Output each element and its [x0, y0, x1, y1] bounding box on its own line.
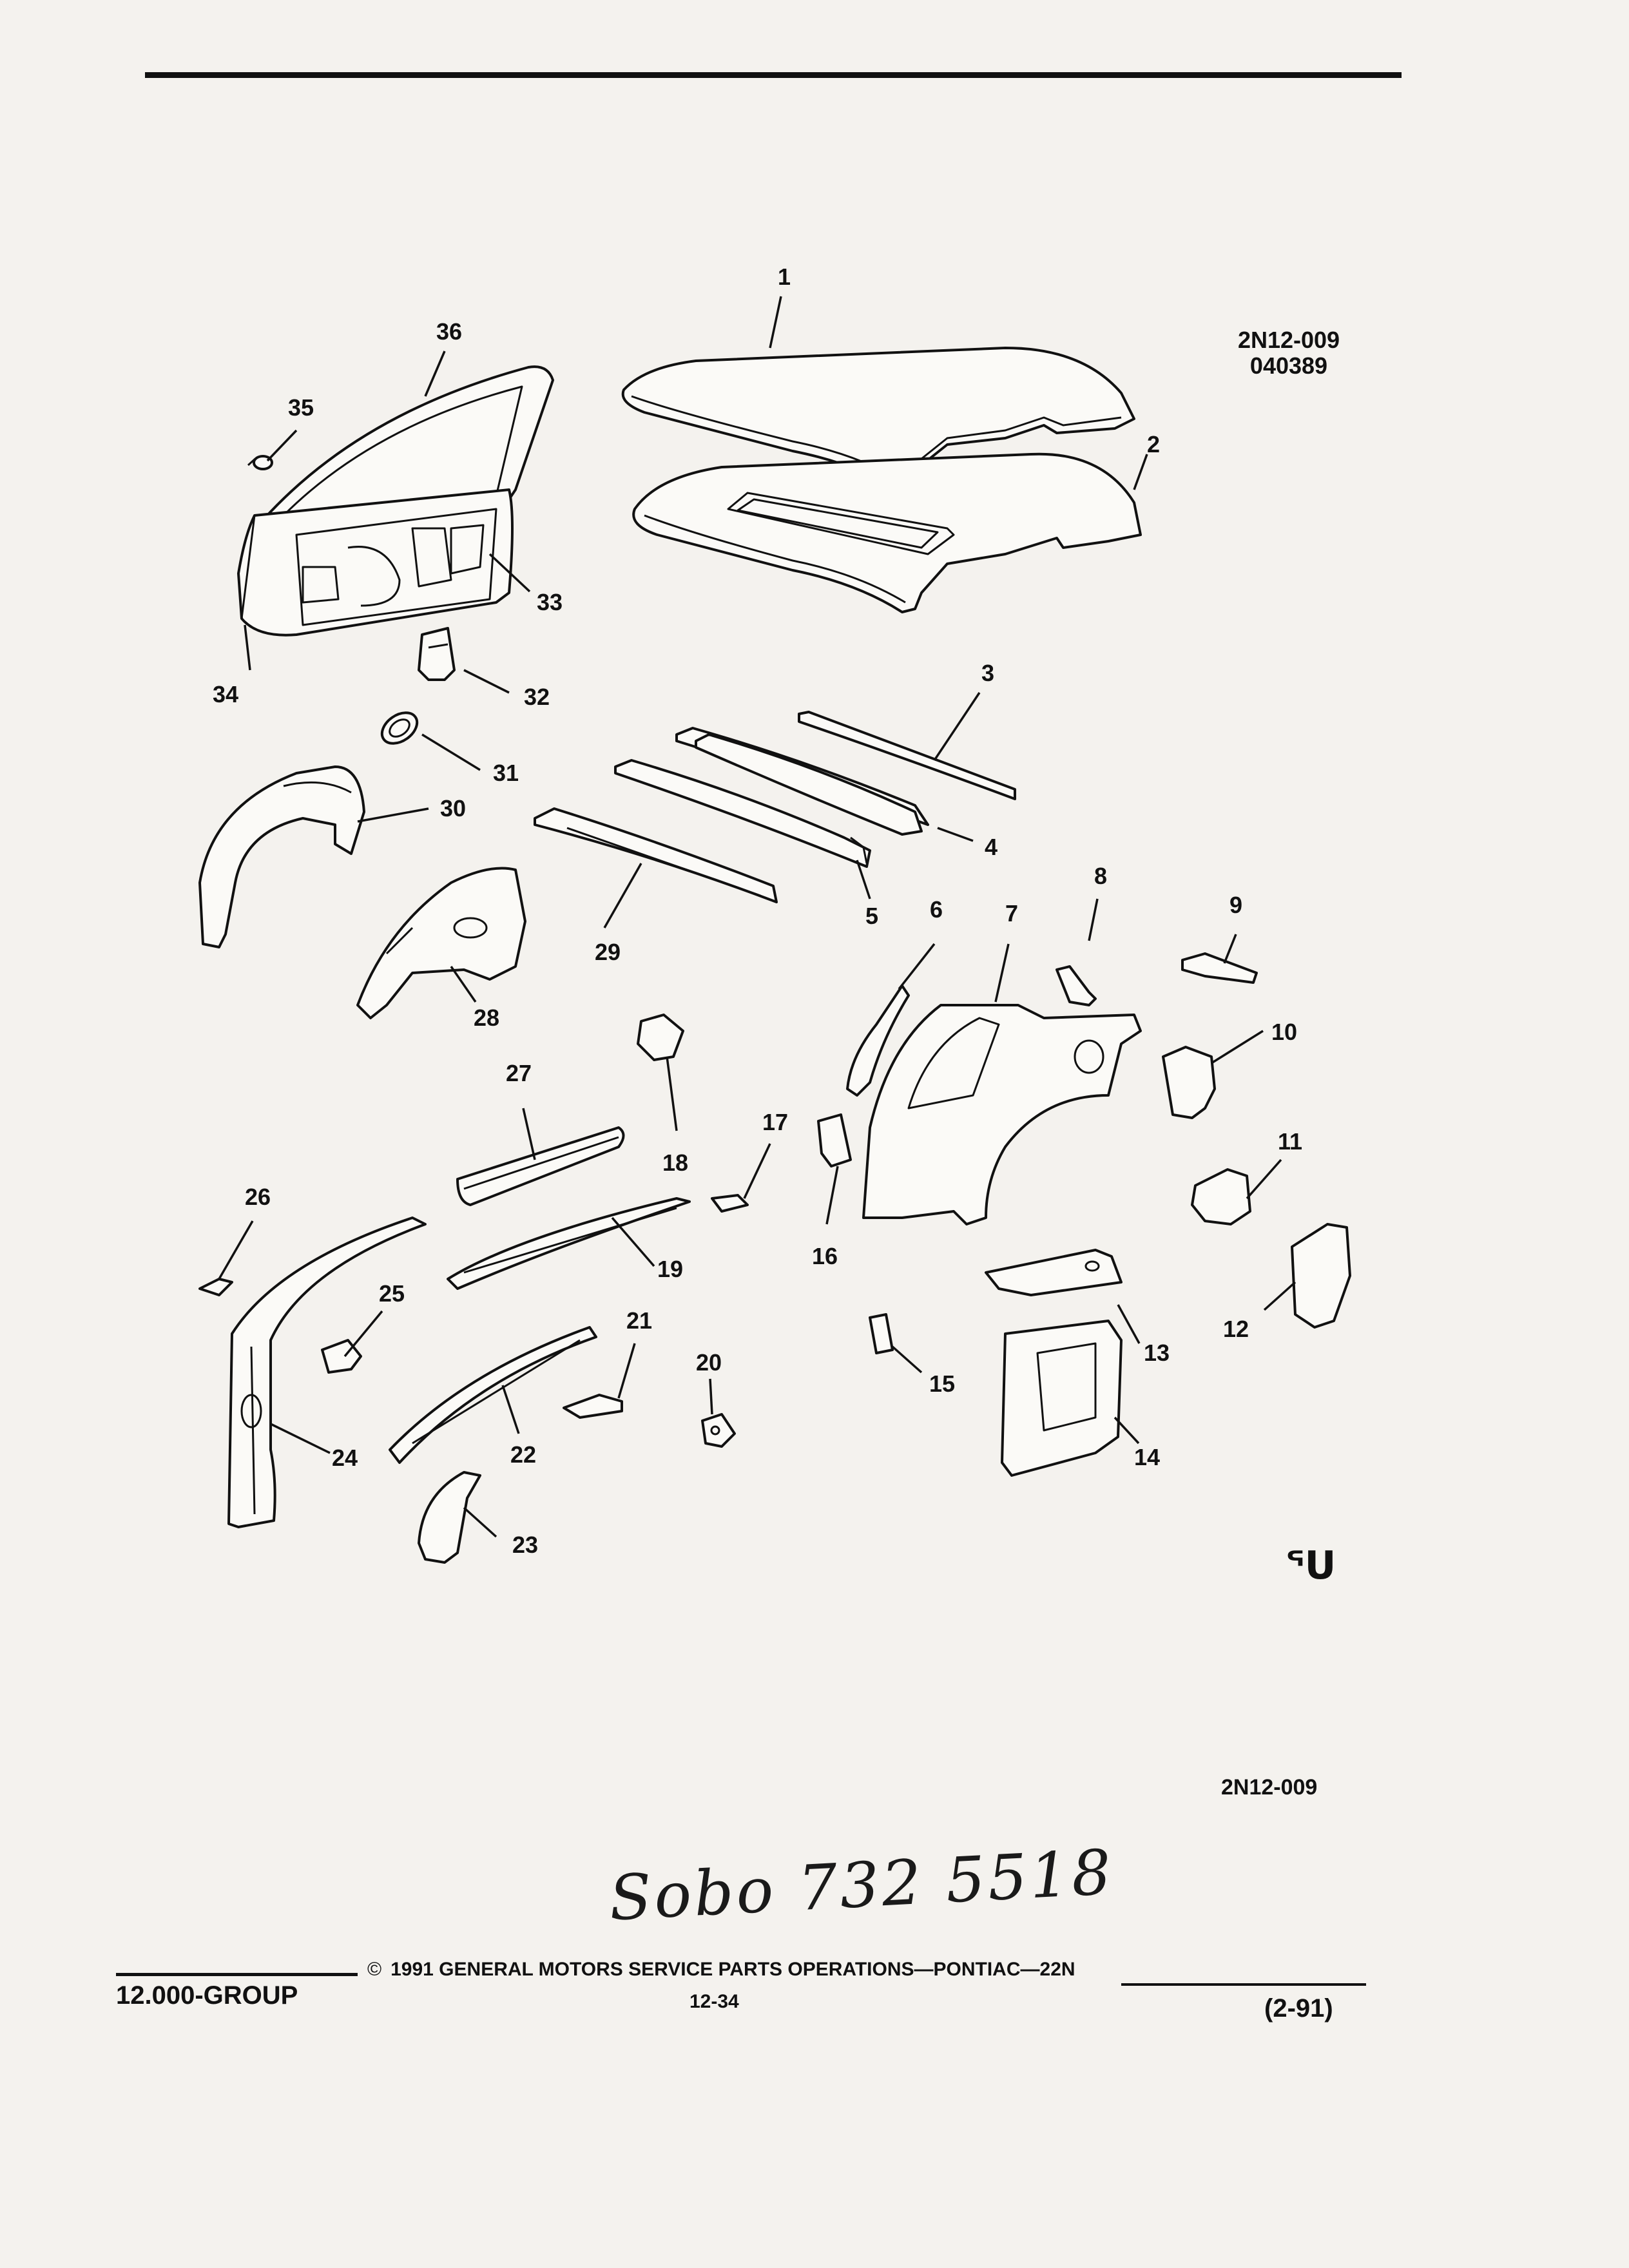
- callout-20: 20: [695, 1349, 722, 1376]
- footer-rule: [1121, 1983, 1366, 1986]
- part-17-tab: [711, 1194, 749, 1213]
- part-18-bracket: [637, 1014, 684, 1061]
- group-rule: [116, 1973, 358, 1976]
- callout-32: 32: [523, 684, 550, 710]
- part-1-roof-panel: [621, 347, 1135, 491]
- part-7-quarter-panel: [862, 1004, 1142, 1225]
- callout-14: 14: [1133, 1444, 1161, 1470]
- top-rule: [145, 72, 1402, 78]
- figure-code-top: 2N12-009 040389: [1199, 327, 1379, 379]
- part-22-rocker-panel: [389, 1326, 597, 1464]
- part-34-door-shell: [237, 488, 514, 637]
- figure-code-bottom: 2N12-009: [1221, 1775, 1318, 1800]
- footer-page-number: 12-34: [689, 1991, 739, 2012]
- part-8-bracket: [1055, 965, 1097, 1006]
- part-20-plate: [701, 1413, 736, 1448]
- part-6-quarter-pillar: [846, 985, 910, 1097]
- callout-28: 28: [473, 1004, 500, 1031]
- callout-18: 18: [662, 1149, 689, 1176]
- part-3-roof-bow: [798, 711, 1016, 800]
- part-29-windshield-header: [534, 807, 778, 903]
- part-9-bracket: [1181, 952, 1258, 984]
- part-13-panel: [985, 1249, 1123, 1296]
- part-4-roof-rail: [675, 727, 929, 836]
- callout-2: 2: [1146, 431, 1161, 457]
- callout-25: 25: [378, 1280, 405, 1307]
- callout-36: 36: [436, 318, 463, 345]
- callout-27: 27: [505, 1060, 532, 1086]
- part-30-front-wheelhouse: [198, 765, 365, 948]
- part-19-sill-rail: [447, 1197, 691, 1290]
- callout-23: 23: [512, 1532, 539, 1558]
- part-15-clip: [869, 1313, 894, 1354]
- callout-19: 19: [657, 1256, 684, 1282]
- callout-15: 15: [929, 1370, 956, 1397]
- part-26-clip: [198, 1278, 233, 1296]
- callout-5: 5: [865, 903, 879, 929]
- part-12-bracket: [1291, 1223, 1351, 1329]
- footer-copyright: 1991 GENERAL MOTORS SERVICE PARTS OPERAT…: [390, 1959, 1075, 1980]
- callout-8: 8: [1094, 863, 1108, 889]
- part-14-rear-housing: [1001, 1320, 1123, 1477]
- part-36-door-frame: [263, 365, 554, 530]
- leader-lines: [218, 296, 1296, 1538]
- callout-33: 33: [536, 589, 563, 615]
- copyright-symbol: ©: [367, 1959, 382, 1980]
- callout-13: 13: [1143, 1340, 1170, 1366]
- callout-30: 30: [439, 795, 467, 822]
- footer-copyright-line: © 1991 GENERAL MOTORS SERVICE PARTS OPERA…: [367, 1959, 1075, 1981]
- part-32-bracket: [418, 627, 456, 681]
- callout-4: 4: [984, 834, 998, 860]
- callout-31: 31: [492, 760, 519, 786]
- part-31-grommet: [380, 711, 419, 745]
- callout-21: 21: [626, 1307, 653, 1334]
- footer-group: 12.000-GROUP: [116, 1981, 298, 2010]
- part-23-bracket: [418, 1471, 481, 1564]
- callout-6: 6: [929, 896, 943, 923]
- callout-29: 29: [594, 939, 621, 965]
- symbol-mark: ᕐᑌ: [1286, 1544, 1336, 1587]
- callout-16: 16: [811, 1243, 838, 1269]
- part-5-inner-rail: [614, 759, 871, 868]
- footer-date: (2-91): [1264, 1994, 1333, 2023]
- part-27-rocker-reinforcement: [456, 1126, 625, 1206]
- part-21-bracket: [563, 1394, 623, 1419]
- callout-12: 12: [1222, 1316, 1249, 1342]
- callout-24: 24: [331, 1445, 358, 1471]
- callout-35: 35: [287, 394, 314, 421]
- part-24-hinge-pillar: [227, 1216, 427, 1528]
- part-28-front-apron: [356, 867, 526, 1019]
- figure-code-line-1: 2N12-009: [1237, 327, 1340, 353]
- callout-17: 17: [762, 1109, 789, 1135]
- callout-10: 10: [1271, 1019, 1298, 1045]
- part-2-roof-sunroof: [632, 452, 1142, 613]
- callout-9: 9: [1229, 892, 1243, 918]
- callout-11: 11: [1277, 1128, 1303, 1155]
- figure-code-line-2: 040389: [1249, 352, 1328, 379]
- part-16-plate: [817, 1113, 852, 1168]
- callout-7: 7: [1005, 900, 1019, 927]
- part-10-gusset: [1162, 1046, 1216, 1119]
- callout-26: 26: [244, 1184, 271, 1210]
- callout-1: 1: [777, 264, 791, 290]
- part-11-extension: [1191, 1168, 1251, 1225]
- callout-22: 22: [510, 1441, 537, 1468]
- callout-34: 34: [212, 681, 239, 707]
- callout-3: 3: [981, 660, 995, 686]
